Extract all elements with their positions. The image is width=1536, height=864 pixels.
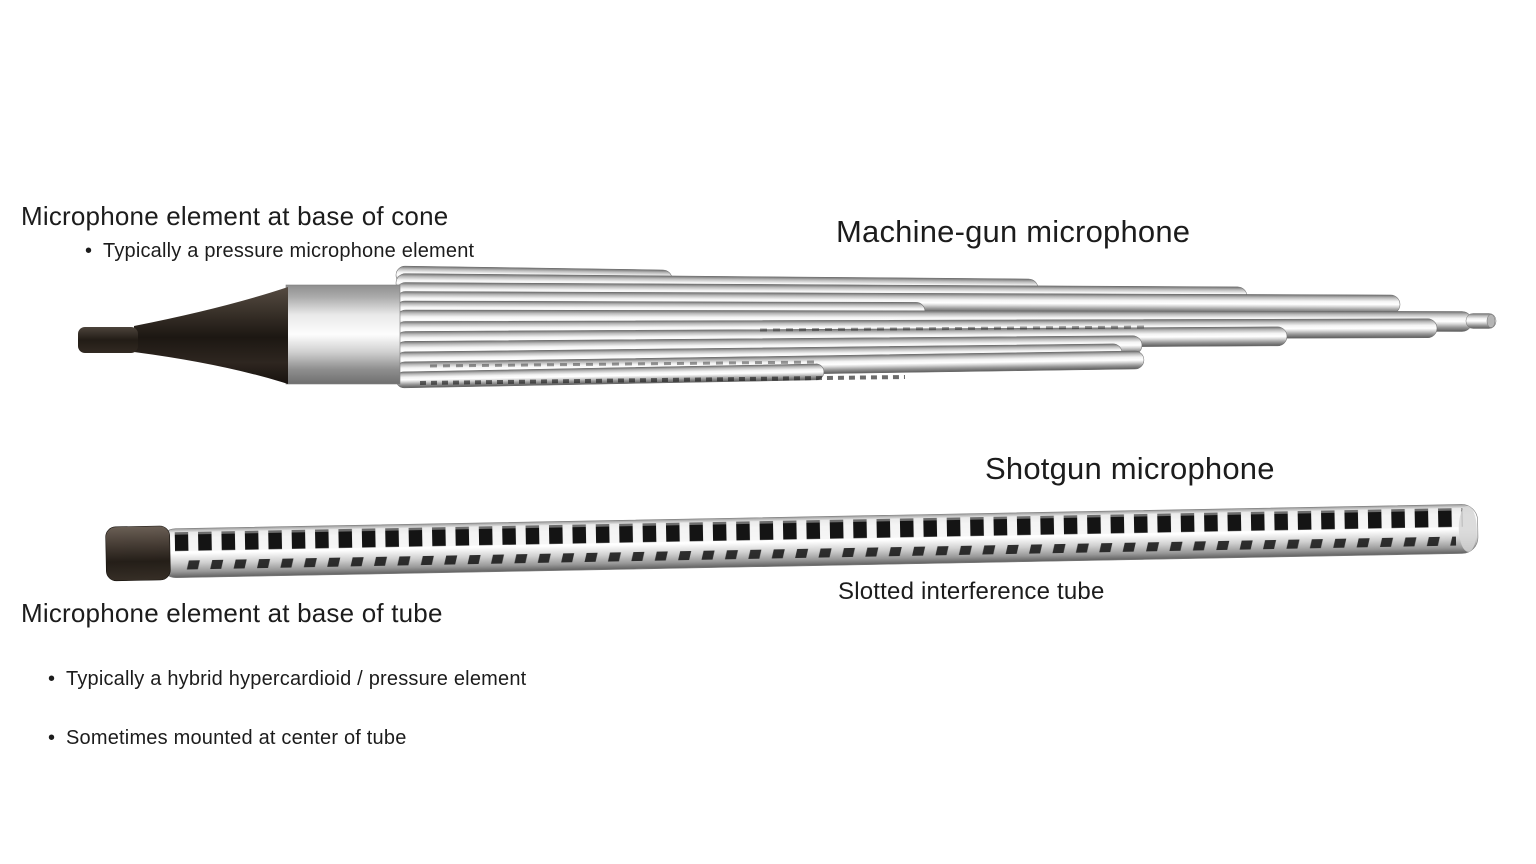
machine-gun-title: Machine-gun microphone (836, 214, 1191, 249)
machine-gun-microphone-illustration (78, 265, 1497, 389)
shotgun-bullet-2: Sometimes mounted at center of tube (48, 723, 1536, 753)
machine-gun-bullet-1: Typically a pressure microphone element (85, 236, 1536, 266)
shotgun-rear-cap (105, 525, 171, 582)
machine-gun-element-tip (78, 327, 138, 353)
shotgun-bottom-slots (186, 535, 1457, 571)
shotgun-title: Shotgun microphone (985, 451, 1275, 486)
shotgun-bullet-1: Typically a hybrid hypercardioid / press… (48, 664, 1536, 694)
machine-gun-collar (285, 284, 401, 385)
machine-gun-slot-serrations (419, 375, 906, 385)
shotgun-tube-label: Slotted interference tube (838, 578, 1105, 605)
machine-gun-element-label: Microphone element at base of cone (21, 201, 449, 231)
machine-gun-cone (134, 287, 288, 384)
shotgun-element-label: Microphone element at base of tube (21, 598, 443, 628)
shotgun-top-slots (174, 507, 1463, 552)
shotgun-microphone-illustration (105, 504, 1479, 582)
machine-gun-tube-bundle (395, 265, 1497, 389)
shotgun-front-cap (1458, 505, 1477, 552)
